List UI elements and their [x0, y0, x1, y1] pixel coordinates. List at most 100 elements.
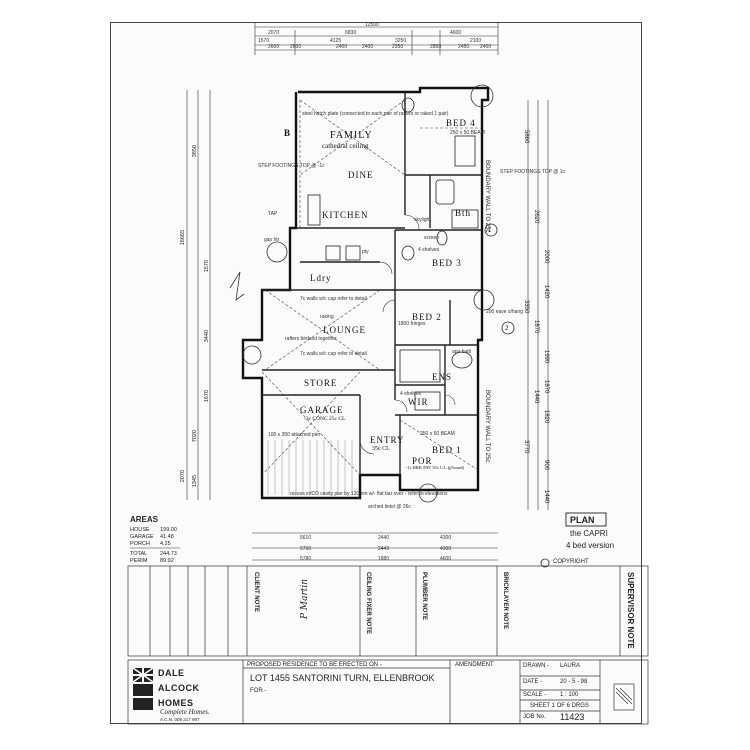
note-tap: TAP [268, 211, 278, 217]
dim-top-7: 2100 [470, 38, 482, 44]
dim-top-4: 1570 [258, 38, 270, 44]
room-entry: ENTRY [370, 435, 405, 445]
plan-name: the CAPRI [570, 529, 608, 538]
room-bed4: BED 4 [446, 118, 476, 128]
note-recess: recess in/CO cavity pier by 120mm w/- fl… [290, 491, 448, 497]
areas-label-total: TOTAL [130, 551, 148, 557]
room-bed1: BED 1 [432, 445, 462, 455]
dim-top-2: 6830 [345, 30, 357, 36]
marker-1: 1 [488, 226, 492, 234]
dim-bottom-5: 2443 [378, 546, 390, 552]
room-store: STORE [304, 378, 338, 388]
note-lounge-2: rafters birdsed together [285, 336, 337, 342]
dim-right-10: 1440 [533, 390, 539, 404]
tb-job-label: JOB No. [523, 714, 546, 720]
room-lounge: LOUNGE [323, 325, 366, 335]
room-ldry: Ldry [310, 273, 332, 283]
tb-date-label: DATE - [523, 679, 543, 685]
note-bricklayer: BRICKLAYER NOTE [502, 572, 508, 630]
dim-bottom-2: 2440 [378, 535, 390, 541]
note-fringes: 1800 fringes [398, 321, 426, 327]
tb-lot: LOT 1455 SANTORINI TURN, ELLENBROOK [250, 673, 435, 683]
areas-value-perim: 89.92 [160, 558, 174, 564]
dim-row2-2: 2600 [290, 44, 302, 50]
dim-top-1: 2070 [268, 30, 280, 36]
room-family: FAMILY [330, 130, 373, 141]
room-garage: GARAGE [300, 405, 344, 415]
areas-value-total: 244.73 [160, 551, 177, 557]
areas-label-perim: PERIM [130, 558, 148, 564]
dim-right-1: 5860 [523, 130, 529, 144]
plan-version: 4 bed version [566, 541, 615, 550]
note-ceiling-fixer: CEILING FIXER NOTE [365, 572, 371, 635]
dim-top-6: 3250 [395, 38, 407, 44]
tb-job-number: 11423 [560, 712, 585, 722]
tb-proposed: PROPOSED RESIDENCE TO BE ERECTED ON - [247, 662, 382, 668]
dim-bottom-4: 5760 [300, 546, 312, 552]
dim-bottom-9: 4600 [440, 556, 452, 562]
dim-top-5: 4125 [330, 38, 342, 44]
note-gas-htr: gas htr [264, 237, 280, 243]
dim-right-11: 3770 [523, 440, 529, 454]
dim-row2-7: 2450 [458, 44, 470, 50]
dim-row2-8: 2400 [480, 44, 492, 50]
tb-drawn-label: DRAWN - [523, 663, 550, 669]
dim-row2-5: 2350 [392, 44, 404, 50]
dim-top-3: 4600 [450, 30, 462, 36]
company-name-3: HOMES [158, 698, 194, 708]
areas-value-garage: 41.48 [160, 534, 174, 540]
company-acn: A.C.N. 009 217 997 [160, 717, 200, 722]
note-beam-1: 250 x 50 BEAM [450, 130, 485, 136]
tb-for: FOR - [250, 688, 267, 694]
dim-bottom-1: 5610 [300, 535, 312, 541]
client-signature: P Martin [300, 578, 311, 620]
room-bed2: BED 2 [412, 312, 442, 322]
dim-row2-1: 2600 [268, 44, 280, 50]
room-family-sub: cathedral ceiling [322, 142, 369, 150]
room-kitchen: KITCHEN [322, 210, 369, 220]
marker-2: 2 [505, 324, 509, 332]
company-flag-logo [132, 667, 154, 710]
note-wir-shelves: 4 shelves [400, 391, 422, 397]
areas-value-porch: 4.25 [160, 541, 171, 547]
room-bed3: BED 3 [432, 258, 462, 268]
dim-right-13: 1440 [543, 490, 549, 504]
dim-right-2: 2620 [533, 210, 539, 224]
tb-sheet: SHEET 1 OF 6 DRGS [530, 703, 589, 709]
drawing-sheet [110, 22, 642, 724]
areas-label-house: HOUSE [130, 527, 150, 533]
note-lounge-3: 7c walls w/c cap refer to detail [300, 351, 367, 357]
note-client: CLIENT NOTE [253, 572, 259, 612]
note-boundary-1: BOUNDARY WALL TO 25c [484, 160, 490, 233]
room-ens: ENS [432, 372, 453, 382]
note-steel-hatch: steel hatch plate (connected to each pai… [302, 111, 449, 117]
tb-scale: 1 : 100 [560, 692, 579, 698]
dim-right-3: 2000 [543, 250, 549, 264]
dim-right-5: 1870 [533, 320, 539, 334]
dim-left-3: 7020 [192, 430, 198, 443]
note-step-footings-left: STEP FOOTINGS TOP @ -1c [258, 163, 325, 169]
note-garage-pier: 100 x 350 attached pier [268, 432, 321, 438]
company-name-2: ALCOCK [158, 683, 200, 693]
dim-left-1: 3850 [192, 145, 198, 158]
note-eave: 200 eave s/hang [486, 309, 523, 315]
dim-row2-6: 2850 [430, 44, 442, 50]
note-boundary-2: BOUNDARY WALL TO 25c [484, 390, 490, 463]
dim-right-4: 1420 [543, 285, 549, 299]
marker-b: B [284, 128, 291, 138]
dim-bottom-6: 4300 [440, 546, 452, 552]
plan-label: PLAN [570, 515, 595, 525]
areas-label-porch: PORCH [130, 541, 150, 547]
tb-scale-label: SCALE - [523, 692, 547, 698]
dim-left-4: 1570 [204, 260, 210, 273]
note-pantry: pty [362, 249, 369, 255]
dim-left-6: 1670 [204, 390, 210, 403]
note-shelves: 4 shelves [418, 247, 440, 253]
dim-left-2: 16665 [180, 230, 186, 246]
room-bth: Bth [455, 208, 472, 218]
note-screen: screen [424, 235, 440, 241]
dim-right-6: 1990 [543, 350, 549, 364]
areas-label-garage: GARAGE [130, 534, 154, 540]
